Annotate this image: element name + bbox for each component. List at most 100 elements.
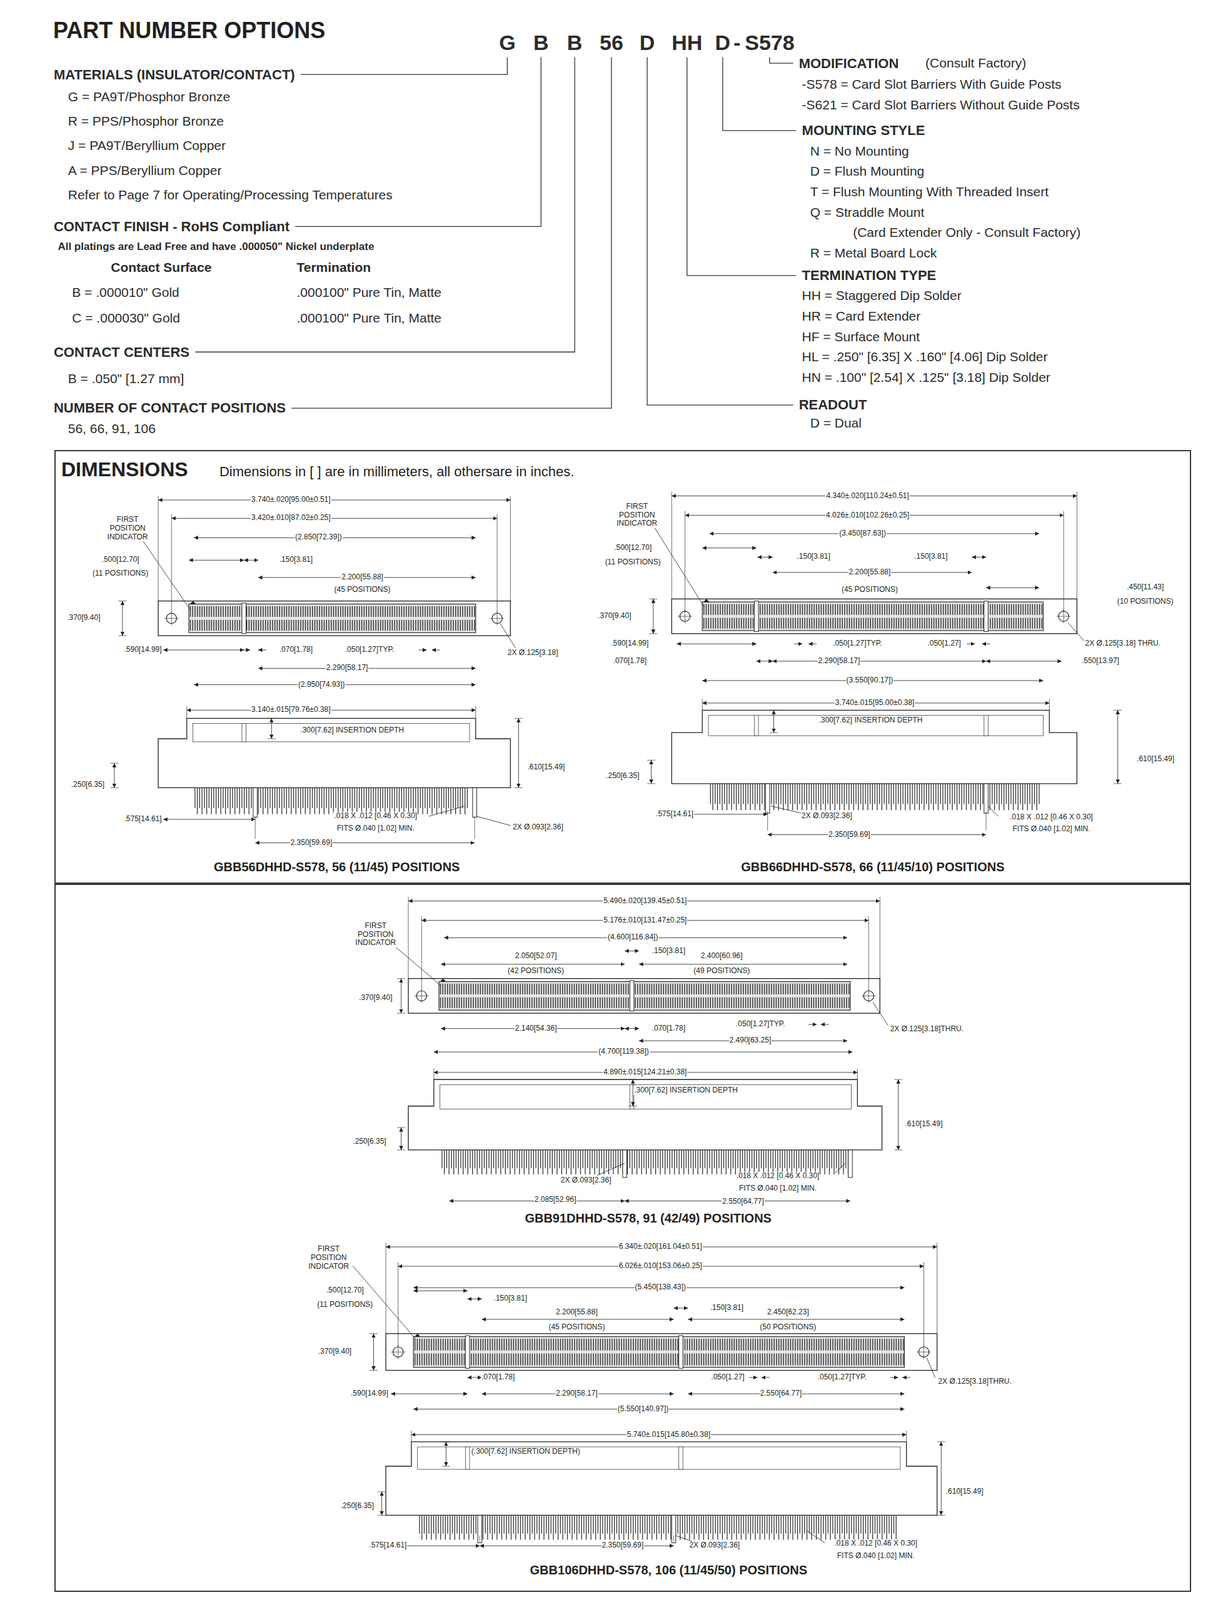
dimension-label: .070[1.78] (612, 657, 648, 666)
option-heading: MODIFICATION (798, 55, 900, 72)
dimension-line (163, 819, 256, 820)
dimension-line (467, 1299, 483, 1300)
dimension-label: .500[12.70] (101, 555, 141, 565)
dimension-label: (45 POSITIONS) (333, 585, 392, 595)
card-slot-barrier (241, 724, 247, 743)
card-slot-window (708, 715, 1043, 736)
dimension-label: .500[12.70] (613, 543, 653, 553)
dimension-label: .070[1.78] (651, 1024, 686, 1034)
dimension-line (757, 557, 773, 558)
extension-line (894, 1149, 903, 1151)
option-text: -S578 = Card Slot Barriers With Guide Po… (801, 76, 1063, 92)
dimension-label: .070[1.78] (278, 645, 314, 655)
leader-line (834, 1163, 845, 1174)
part-number-leader (687, 56, 797, 276)
extension-line (649, 633, 658, 635)
dimension-line (897, 1079, 899, 1151)
option-text: HN = .100" [2.54] X .125" [3.18] Dip Sol… (801, 370, 1052, 386)
dimension-label: 2.200[55.88] (340, 573, 384, 583)
option-text: .000100" Pure Tin, Matte (295, 310, 443, 326)
solder-tails (419, 1515, 896, 1541)
connector-body (408, 1079, 883, 1151)
first-position-mark (440, 979, 447, 983)
dimension-line (188, 560, 244, 561)
dimension-line (971, 557, 987, 558)
dimension-label: .070[1.78] (480, 1373, 516, 1383)
dimension-line (702, 547, 757, 549)
connector-body (158, 718, 511, 788)
dimension-line (390, 1394, 468, 1395)
extension-line (479, 1536, 481, 1543)
dimension-label: .150[3.81] (913, 552, 948, 562)
part-number-leader (647, 56, 793, 406)
contact-field (188, 603, 476, 633)
dimension-label: (3.550[90.17]) (845, 676, 895, 686)
card-slot-barrier (679, 1336, 684, 1369)
dimension-label: .370[9.40] (597, 612, 632, 621)
dimension-label: 5.490±.020[139.45±0.51] (602, 897, 688, 906)
extension-line (1049, 699, 1050, 711)
dimension-line (440, 964, 625, 965)
leader-line (806, 1531, 825, 1544)
dimension-label: (45 POSITIONS) (547, 1323, 606, 1333)
card-slot-barrier (679, 1447, 684, 1470)
extension-line (629, 1106, 638, 1107)
dimension-label: .590[14.99] (123, 645, 163, 655)
option-text: Q = Straddle Mount (809, 205, 926, 221)
dimension-line (639, 964, 848, 965)
dimension-label: (.300[7.62] INSERTION DEPTH) (470, 1448, 581, 1457)
dimension-line (820, 1024, 830, 1026)
option-heading: CONTACT CENTERS (53, 344, 191, 361)
dimension-line (255, 842, 475, 844)
dimension-label: .018 X .012 [0.46 X 0.30] (833, 1540, 918, 1549)
leader-line (987, 806, 998, 817)
first-position-mark (190, 601, 197, 605)
dimension-line (432, 649, 441, 651)
dimension-label: .050[1.27] (710, 1373, 745, 1383)
extension-line (767, 811, 768, 831)
card-slot-window (193, 724, 470, 743)
connector-body (385, 1442, 938, 1517)
dimension-label: .500[12.70] (325, 1286, 365, 1296)
dimension-line (982, 644, 991, 645)
extension-line (474, 816, 476, 840)
extension-line (936, 1243, 938, 1334)
part-number-leader (195, 56, 575, 353)
dimension-label: 3.420±.010[87.02±0.25] (250, 513, 332, 523)
extension-line (514, 787, 523, 789)
dimension-label: (2.850[72.39]) (294, 533, 343, 543)
hole-centerline (390, 1345, 406, 1360)
extension-line (937, 1515, 946, 1517)
extension-line (408, 897, 409, 980)
extension-line (377, 1515, 386, 1517)
dimension-label: 2.550[64.77] (759, 1389, 803, 1399)
dimension-label: .150[3.81] (795, 552, 831, 562)
extension-line (397, 1127, 406, 1129)
dimension-label: (5.550[140.97]) (617, 1405, 670, 1415)
extension-line (267, 718, 276, 720)
dimension-line (808, 1024, 817, 1026)
dimension-line (373, 1334, 374, 1372)
extension-line (118, 635, 127, 637)
dimension-label: 4.890±.015[124.21±0.38] (602, 1068, 688, 1078)
figure-caption: GBB91DHHD-S578, 91 (42/49) POSITIONS (524, 1211, 772, 1227)
contact-field (413, 1337, 905, 1369)
dimension-label: .450[11.43] (1126, 583, 1165, 593)
leader-line (392, 944, 441, 987)
dimension-label: .018 X .012 [0.46 X 0.30] (333, 812, 418, 821)
dimension-label: 3.140±.015[79.76±0.38] (250, 705, 332, 715)
dimension-label: 2.290[58.17] (555, 1389, 599, 1399)
figure-caption: GBB56DHHD-S578, 56 (11/45) POSITIONS (213, 860, 460, 875)
dimension-label: .370[9.40] (317, 1348, 353, 1357)
part-number-leader (291, 56, 612, 409)
extension-line (857, 1068, 858, 1080)
dimension-label: 2X Ø.093[2.36] (800, 812, 853, 821)
dimension-label: 2X Ø.125[3.18]THRU. (889, 1025, 965, 1035)
extension-line (647, 783, 656, 785)
extension-line (497, 514, 498, 613)
extension-line (514, 718, 523, 720)
dimension-label: .590[14.99] (350, 1389, 389, 1399)
dimension-label: (11 POSITIONS) (604, 558, 662, 568)
option-heading: CONTACT FINISH - RoHS Compliant (53, 218, 291, 235)
hole-centerline (490, 611, 505, 626)
